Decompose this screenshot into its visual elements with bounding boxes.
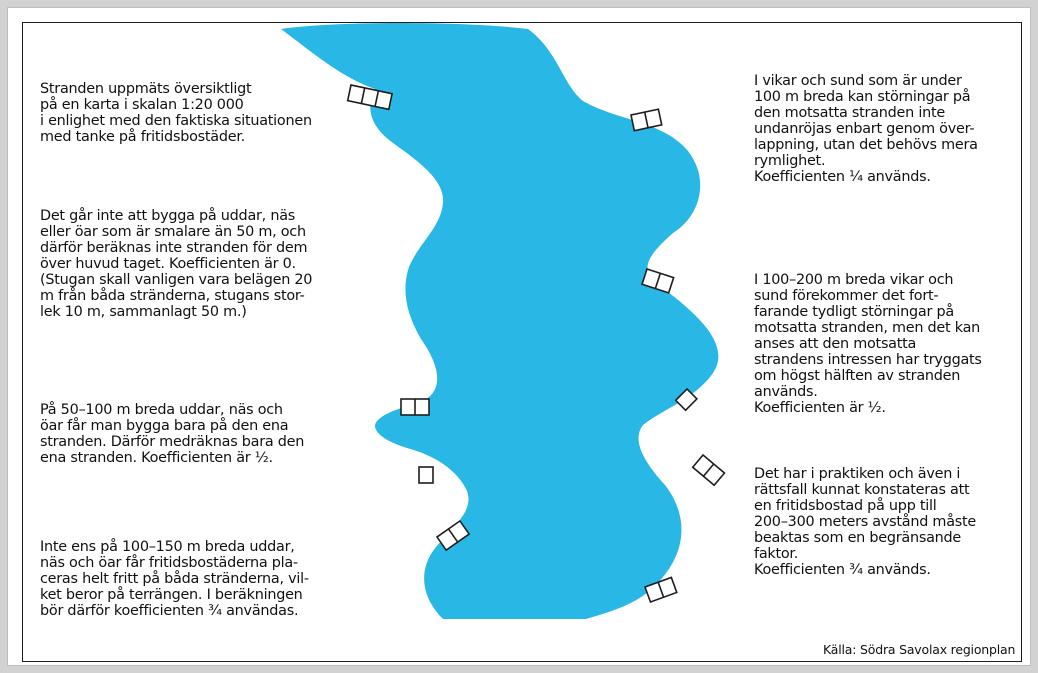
cabin-symbol <box>401 399 429 415</box>
left-paragraph-4: Inte ens på 100–150 m breda uddar, näs o… <box>40 539 309 619</box>
left-paragraph-1: Stranden uppmäts översiktligt på en kart… <box>40 81 312 145</box>
cabin-symbol <box>631 109 662 130</box>
cabin-symbol <box>419 467 433 483</box>
left-paragraph-2: Det går inte att bygga på uddar, näs ell… <box>40 208 312 320</box>
right-paragraph-1: I vikar och sund som är under 100 m bred… <box>754 73 978 185</box>
right-paragraph-2: I 100–200 m breda vikar och sund förekom… <box>754 272 982 416</box>
diagram-panel: Stranden uppmäts översiktligt på en kart… <box>22 22 1022 662</box>
left-paragraph-3: På 50–100 m breda uddar, näs och öar får… <box>40 402 304 466</box>
source-credit: Källa: Södra Savolax regionplan <box>823 643 1015 657</box>
right-paragraph-3: Det har i praktiken och även i rättsfall… <box>754 466 976 578</box>
cabin-symbol <box>693 455 725 485</box>
